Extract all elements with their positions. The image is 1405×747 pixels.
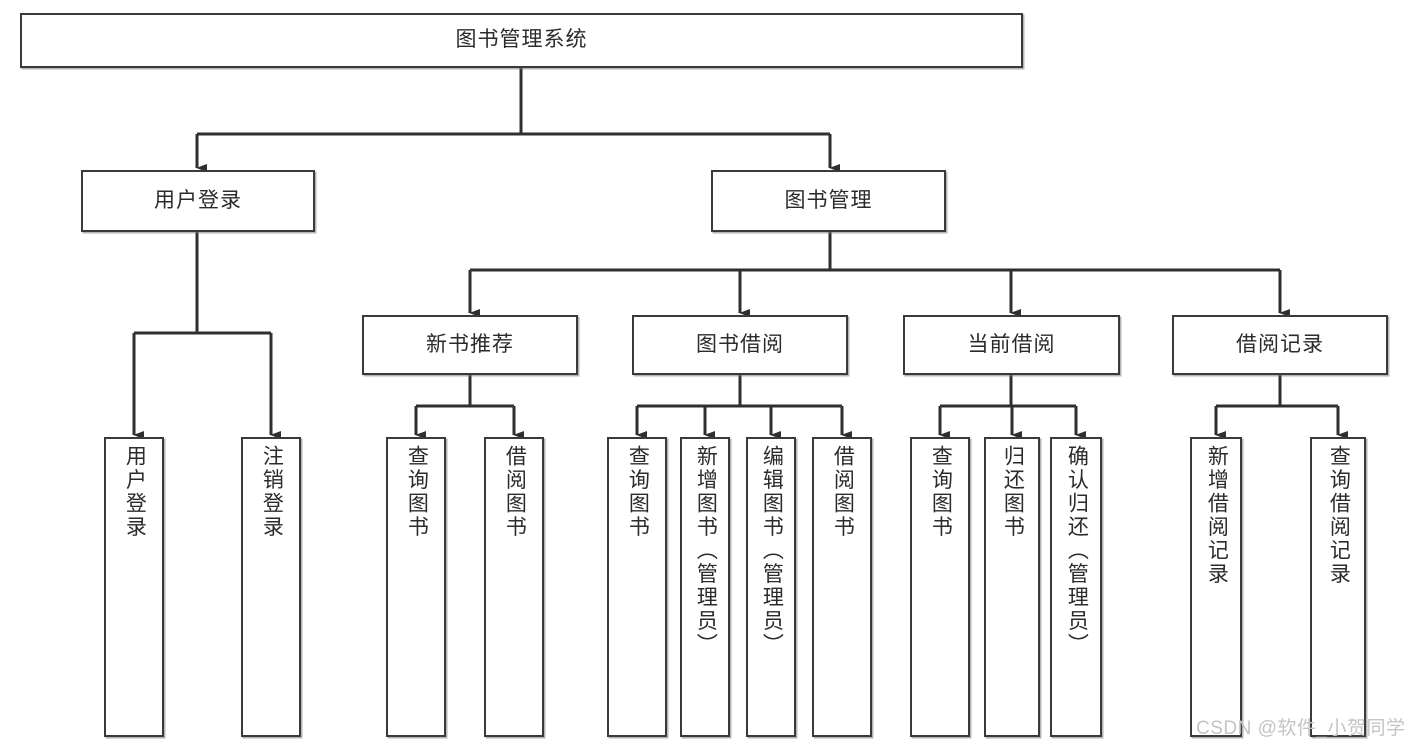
node-leaf-user-login[interactable]: 用户登录 [104, 437, 164, 737]
node-leaf-return-book-label: 归还图书 [1001, 445, 1025, 539]
node-leaf-query-borrow-record[interactable]: 查询借阅记录 [1310, 437, 1366, 737]
node-leaf-query-book-borrow[interactable]: 查询图书 [607, 437, 667, 737]
node-borrow-record[interactable]: 借阅记录 [1172, 315, 1388, 375]
node-leaf-add-book-admin[interactable]: 新增图书（管理员） [680, 437, 730, 737]
node-book-borrow-label: 图书借阅 [696, 332, 784, 356]
node-leaf-add-borrow-record-label: 新增借阅记录 [1205, 445, 1229, 586]
node-leaf-confirm-return-admin[interactable]: 确认归还（管理员） [1050, 437, 1102, 737]
node-current-borrow[interactable]: 当前借阅 [903, 315, 1120, 375]
node-root[interactable]: 图书管理系统 [20, 13, 1023, 68]
node-leaf-add-book-admin-label: 新增图书（管理员） [694, 445, 718, 657]
node-user-login-label: 用户登录 [154, 188, 242, 212]
node-current-borrow-label: 当前借阅 [967, 332, 1056, 356]
node-leaf-confirm-return-admin-label: 确认归还（管理员） [1065, 445, 1089, 657]
node-leaf-query-book-cur-label: 查询图书 [929, 445, 953, 539]
node-leaf-borrow-book-rec[interactable]: 借阅图书 [484, 437, 544, 737]
node-user-login[interactable]: 用户登录 [81, 170, 315, 232]
node-book-manage-label: 图书管理 [784, 188, 873, 212]
node-leaf-add-borrow-record[interactable]: 新增借阅记录 [1190, 437, 1242, 737]
node-leaf-borrow-book[interactable]: 借阅图书 [812, 437, 872, 737]
node-leaf-return-book[interactable]: 归还图书 [984, 437, 1040, 737]
node-leaf-borrow-book-label: 借阅图书 [831, 445, 855, 539]
csdn-watermark: CSDN @软件_小贺同学 [1196, 718, 1405, 739]
node-leaf-edit-book-admin-label: 编辑图书（管理员） [760, 445, 784, 657]
node-book-manage[interactable]: 图书管理 [711, 170, 946, 232]
node-leaf-query-borrow-record-label: 查询借阅记录 [1327, 445, 1351, 586]
node-leaf-query-book-rec[interactable]: 查询图书 [386, 437, 446, 737]
node-book-borrow[interactable]: 图书借阅 [632, 315, 848, 375]
node-leaf-user-login-label: 用户登录 [123, 445, 147, 539]
node-leaf-query-book-rec-label: 查询图书 [405, 445, 429, 539]
node-leaf-logout-login[interactable]: 注销登录 [241, 437, 301, 737]
node-borrow-record-label: 借阅记录 [1236, 332, 1324, 356]
node-new-book-recommend[interactable]: 新书推荐 [362, 315, 578, 375]
node-root-label: 图书管理系统 [455, 28, 588, 52]
node-new-book-recommend-label: 新书推荐 [426, 332, 514, 356]
node-leaf-edit-book-admin[interactable]: 编辑图书（管理员） [746, 437, 796, 737]
node-leaf-query-book-borrow-label: 查询图书 [626, 445, 650, 539]
node-leaf-logout-login-label: 注销登录 [260, 445, 284, 539]
node-leaf-borrow-book-rec-label: 借阅图书 [503, 445, 527, 539]
node-leaf-query-book-cur[interactable]: 查询图书 [910, 437, 970, 737]
